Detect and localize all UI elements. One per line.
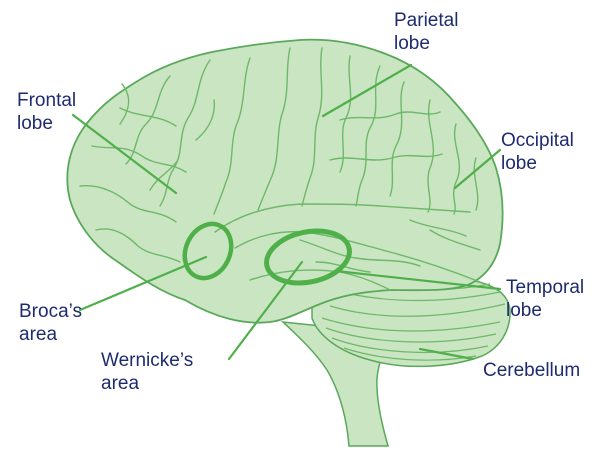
label-frontal-lobe: Frontal lobe <box>17 89 76 135</box>
label-parietal-lobe: Parietal lobe <box>394 9 458 55</box>
label-broca-area: Broca’s area <box>19 300 82 346</box>
label-parietal-line2: lobe <box>394 32 458 55</box>
label-cerebellum: Cerebellum <box>483 359 580 382</box>
label-temporal-line2: lobe <box>506 299 584 322</box>
label-wernicke-line1: Wernicke’s <box>101 349 193 372</box>
label-temporal-line1: Temporal <box>506 276 584 299</box>
label-temporal-lobe: Temporal lobe <box>506 276 584 322</box>
label-occipital-line2: lobe <box>501 152 574 175</box>
label-frontal-line1: Frontal <box>17 89 76 112</box>
label-wernicke-line2: area <box>101 372 193 395</box>
label-broca-line2: area <box>19 323 82 346</box>
label-occipital-lobe: Occipital lobe <box>501 129 574 175</box>
label-occipital-line1: Occipital <box>501 129 574 152</box>
label-wernicke-area: Wernicke’s area <box>101 349 193 395</box>
label-parietal-line1: Parietal <box>394 9 458 32</box>
label-broca-line1: Broca’s <box>19 300 82 323</box>
label-frontal-line2: lobe <box>17 112 76 135</box>
label-cerebellum-line1: Cerebellum <box>483 359 580 382</box>
